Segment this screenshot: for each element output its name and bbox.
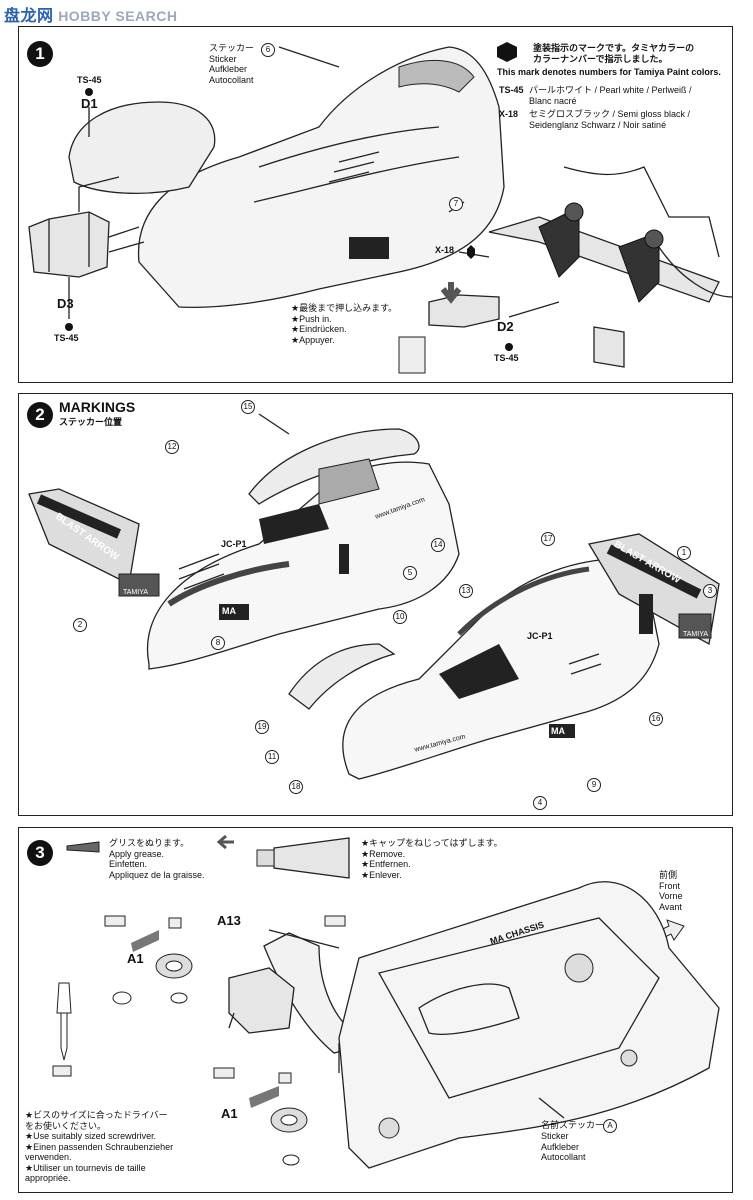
name-sticker-lang: Sticker Aufkleber Autocollant [541,1131,586,1162]
callout-19: 19 [255,720,269,734]
paint-mark-en: This mark denotes numbers for Tamiya Pai… [497,67,721,77]
callout-5: 5 [403,566,417,580]
callout-16: 16 [649,712,663,726]
step-3-drawing [52,834,720,1169]
callout-14: 14 [431,538,445,552]
d1-label: D1 [81,96,98,111]
callout-17: 17 [541,532,555,546]
a1-top-label: A1 [127,951,144,966]
step-3-panel: 3 [18,827,733,1193]
step-1-drawing [28,42,733,374]
decal-jc-p1-right: JC-P1 [527,631,553,641]
site-logo-en: HOBBY SEARCH [58,8,178,24]
callout-4: 4 [533,796,547,810]
callout-8: 8 [211,636,225,650]
grease-note: グリスをぬります。 Apply grease. Einfetten. Appli… [109,838,205,880]
screwdriver-note: ★ビスのサイズに合ったドライバー をお使いください。 ★Use suitably… [25,1110,174,1183]
callout-9: 9 [587,778,601,792]
step-1-number: 1 [27,41,53,67]
decal-ma-right: MA [551,726,565,736]
callout-10: 10 [393,610,407,624]
site-logo: 盘龙网 HOBBY SEARCH [4,2,178,26]
a13-label: A13 [217,913,241,928]
x18-code: X-18 [499,109,519,119]
step-2-drawing [28,413,720,780]
d3-paint: TS-45 [54,333,79,343]
name-sticker-label: 名前ステッカー [541,1120,605,1130]
site-logo-cn: 盘龙网 [4,8,54,25]
callout-a: A [603,1119,617,1133]
callout-6: 6 [261,43,275,57]
decal-jc-p1-left: JC-P1 [221,539,247,549]
callout-13: 13 [459,584,473,598]
decal-ma-left: MA [222,606,236,616]
callout-3: 3 [703,584,717,598]
decal-tamiya-right: TAMIYA [683,631,709,638]
callout-2: 2 [73,618,87,632]
push-in-note: ★最後まで押し込みます。 ★Push in. ★Eindrücken. ★App… [291,303,398,345]
callout-11: 11 [265,750,279,764]
d2-paint: TS-45 [494,353,519,363]
watermark-header: 盘龙网 HOBBY SEARCH [0,0,753,28]
sticker-label: ステッカー Sticker Aufkleber Autocollant [209,43,255,85]
ts45-code: TS-45 [499,85,524,95]
markings-title: MARKINGS [59,399,136,415]
callout-15: 15 [241,400,255,414]
decal-tamiya-left: TAMIYA [123,589,149,596]
x18-side: X-18 [435,245,455,255]
d3-label: D3 [57,296,74,311]
callout-7: 7 [449,197,463,211]
callout-18: 18 [289,780,303,794]
d2-label: D2 [497,319,514,334]
a1-bottom-label: A1 [221,1106,238,1121]
paint-mark-note: 塗装指示のマークです。タミヤカラーの カラーナンバーで指示しました。 [533,43,695,64]
front-label: 前側 Front Vorne Avant [659,870,683,912]
callout-1: 1 [677,546,691,560]
step-3-number: 3 [27,840,53,866]
d1-paint: TS-45 [77,75,102,85]
ts45-desc: パールホワイト / Pearl white / Perlweiß / Blanc… [529,85,692,106]
x18-desc: セミグロスブラック / Semi gloss black / Seidengla… [529,109,691,130]
remove-cap-note: ★キャップをねじってはずします。 ★Remove. ★Entfernen. ★E… [361,838,503,880]
step-2-panel: 2 MARKINGS ステッカー位置 15 12 14 5 2 8 17 1 3… [18,393,733,816]
markings-subtitle: ステッカー位置 [59,417,123,427]
step-2-number: 2 [27,402,53,428]
callout-12: 12 [165,440,179,454]
step-1-panel: 1 [18,26,733,383]
